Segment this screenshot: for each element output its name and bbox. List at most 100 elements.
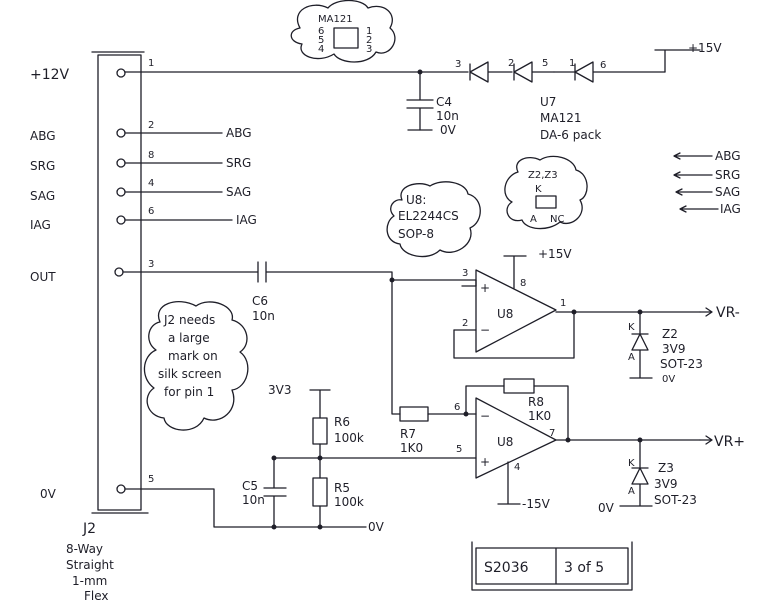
c6-ref: C6 [252,294,268,308]
offsheet-srg: SRG [715,168,740,182]
u8-cloud-pkg: SOP-8 [398,227,434,241]
pin-num-6: 6 [148,206,154,217]
c5-value: 10n [242,493,265,507]
u8a-pin-1: 1 [560,298,566,309]
pin-circle-sag [116,187,126,197]
sheet-number: 3 of 5 [564,560,604,576]
diode-pin-5: 5 [542,58,548,69]
offsheet-abg: ABG [715,149,741,163]
offsheet-iag: IAG [720,202,741,216]
wire-r8-left [465,385,505,415]
u8a-pin-2: 2 [462,318,468,329]
zener-z3 [619,439,653,507]
arrow-srg [673,171,713,179]
wire-u8b-supply [497,461,521,505]
ma121-pin-5: 5 [318,35,324,46]
u8b-pin-7: 7 [549,428,555,439]
u8b-pin-6: 6 [454,402,460,413]
wire-ground-bus [124,488,367,528]
c4-value: 10n [436,109,459,123]
label-sag: SAG [30,189,55,203]
connector-body [97,54,142,511]
z2-a: A [628,352,635,363]
zener-package-cloud: Z2,Z3 K A NC [504,155,588,230]
junction-u8a-out [571,309,577,315]
ma121-title: MA121 [318,14,353,25]
u8a-minus: − [480,323,490,337]
label-abg: ABG [30,129,56,143]
z3-a: A [628,486,635,497]
u7-part: MA121 [540,111,581,125]
opamp-u8b: − + U8 6 5 7 4 [454,397,557,479]
u8b-plus: + [480,455,490,469]
u8b-ref: U8 [497,435,513,449]
zener-cloud-package [535,195,557,209]
connector-desc-2: Straight [66,558,114,572]
u8a-ref: U8 [497,307,513,321]
label-vr-minus: VR- [716,305,740,321]
r6-value: 100k [334,431,364,445]
r6-ref: R6 [334,415,350,429]
pin-circle-out [114,267,124,277]
c4-ref: C4 [436,95,452,109]
z2-value: 3V9 [662,342,685,356]
label-out: OUT [30,270,56,284]
diode-u7-a [469,61,513,83]
ma121-pin-2: 2 [366,35,372,46]
r5-value: 100k [334,495,364,509]
j2-note-5: for pin 1 [164,385,214,399]
opamp-u8a: + − U8 3 2 8 1 [453,268,566,353]
r7-ref: R7 [400,427,416,441]
zener-cloud-nc: NC [550,214,564,225]
pin-num-2: 2 [148,120,154,131]
arrow-abg [673,152,713,160]
ma121-pin-3: 3 [366,44,372,55]
wire-r8-right [533,385,569,441]
diode-pin-3: 3 [455,59,461,70]
zener-z2 [629,311,653,379]
wire-3v3 [309,389,331,419]
zener-cloud-k: K [535,184,542,195]
junction-gnd-c5 [271,524,277,530]
u8a-supply: +15V [538,247,572,261]
z3-value: 3V9 [654,477,677,491]
junction-u8b-out [565,437,571,443]
diode-pin-6: 6 [600,60,606,71]
zener-cloud-title: Z2,Z3 [528,170,558,181]
offsheet-sag: SAG [715,185,740,199]
pin-num-3: 3 [148,259,154,270]
resistor-r5 [312,477,328,507]
arrow-sag [675,188,713,196]
wire-out-c6 [122,261,477,287]
r8-value: 1K0 [528,409,551,423]
wire-15v [654,49,701,73]
connector-j2: +12V ABG SRG SAG IAG OUT 0V 1 2 8 4 6 3 … [30,51,154,603]
j2-note-1: J2 needs [163,313,215,327]
label-0v: 0V [40,487,57,501]
u8b-pin-5: 5 [456,444,462,455]
z3-pkg: SOT-23 [654,493,697,507]
capacitor-c4 [406,71,434,131]
pin-num-4: 4 [148,178,154,189]
zener-cloud-a: A [530,214,537,225]
connector-desc-1: 8-Way [66,542,103,556]
label-plus12v: +12V [30,67,70,83]
u8b-minus: − [480,409,490,423]
arrow-vr-minus [699,307,713,317]
u8b-pin-4: 4 [514,462,520,473]
pin-circle-srg [116,158,126,168]
c6-value: 10n [252,309,275,323]
capacitor-c5 [263,457,321,528]
connector-desc-4: Flex [84,589,109,603]
u8a-pin-3: 3 [462,268,468,279]
r7-value: 1K0 [400,441,423,455]
wire-out-to-r7 [391,279,401,415]
u8-package-cloud: U8: EL2244CS SOP-8 [386,181,481,258]
wire-u8a-supply [503,255,527,289]
arrow-iag [679,205,719,213]
arrow-vr-plus [699,435,713,445]
junction-gnd-r5 [317,524,323,530]
drawing-number: S2036 [484,560,529,576]
